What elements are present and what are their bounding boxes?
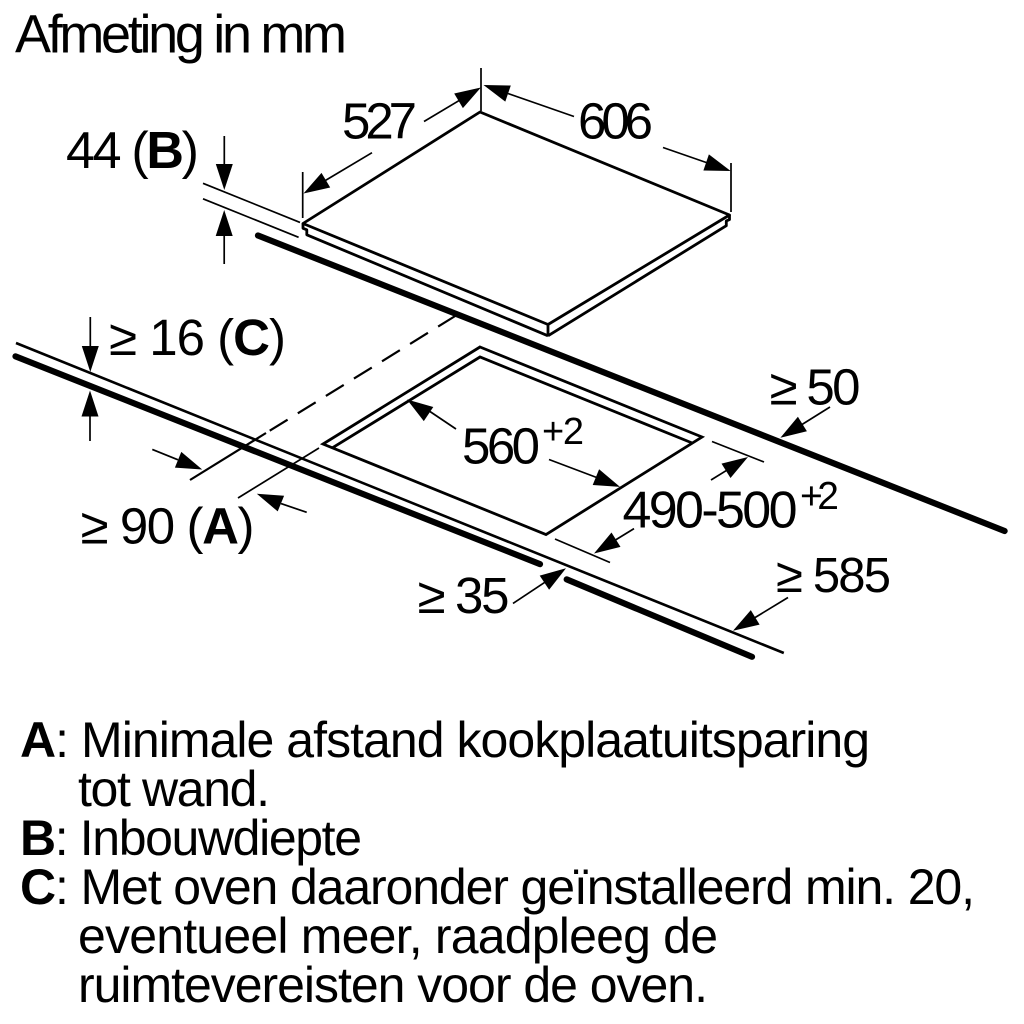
svg-text:ruimtevereisten voor de oven.: ruimtevereisten voor de oven. (78, 957, 708, 1013)
svg-text:≥ 35: ≥ 35 (418, 567, 510, 624)
svg-text:+2: +2 (542, 411, 584, 453)
svg-text:B: Inbouwdiepte: B: Inbouwdiepte (20, 810, 362, 866)
svg-text:tot wand.: tot wand. (78, 761, 270, 817)
svg-text:+2: +2 (800, 475, 839, 518)
svg-text:490-500: 490-500 (623, 482, 798, 540)
svg-text:≥ 50: ≥ 50 (770, 359, 861, 416)
svg-text:A: Minimale afstand kookplaatu: A: Minimale afstand kookplaatuitsparing (20, 712, 870, 768)
svg-text:eventueel meer, raadpleeg de: eventueel meer, raadpleeg de (78, 908, 718, 964)
svg-text:44 (B): 44 (B) (66, 122, 199, 180)
svg-text:≥ 16 (C): ≥ 16 (C) (109, 309, 286, 366)
svg-text:560: 560 (462, 418, 540, 475)
svg-text:527: 527 (342, 93, 417, 150)
svg-text:Afmeting in mm: Afmeting in mm (15, 5, 347, 65)
svg-text:≥ 585: ≥ 585 (776, 549, 891, 603)
svg-text:606: 606 (578, 93, 653, 150)
svg-text:C: Met oven daaronder geïnstal: C: Met oven daaronder geïnstalleerd min.… (20, 859, 975, 915)
svg-text:≥ 90 (A): ≥ 90 (A) (81, 498, 255, 555)
